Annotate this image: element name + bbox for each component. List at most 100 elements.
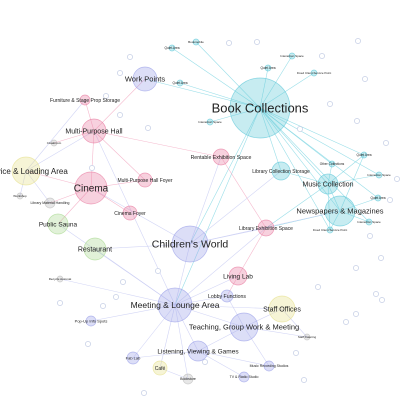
edge-mph-furniture	[84, 99, 95, 132]
node-restaurant[interactable]	[83, 237, 107, 261]
node-bookmob[interactable]	[192, 38, 200, 46]
node-label-children: Children's World	[152, 239, 229, 251]
node-news[interactable]	[324, 195, 356, 227]
node-children[interactable]	[171, 225, 209, 263]
node-fixed2[interactable]	[326, 226, 334, 234]
node-libmat[interactable]	[44, 197, 56, 209]
node-label-inter2: Interaction Space	[198, 120, 222, 124]
minor-node-dot	[117, 112, 123, 118]
minor-node-dot	[113, 294, 119, 300]
node-staff[interactable]	[268, 295, 296, 323]
node-bookstore[interactable]	[182, 373, 194, 385]
edge-meeting-staff	[174, 304, 283, 310]
edge-teaching-staff2	[243, 326, 308, 338]
edge-listening-musicrec	[197, 350, 270, 367]
node-cinema[interactable]	[74, 171, 108, 205]
node-fablab[interactable]	[126, 351, 140, 365]
node-inter2[interactable]	[206, 118, 214, 126]
node-recycle[interactable]	[56, 275, 64, 283]
minor-node-dot	[383, 140, 389, 146]
edge-mph-service	[25, 130, 95, 172]
node-inter1[interactable]	[288, 52, 296, 60]
minor-node-dot	[362, 76, 368, 82]
node-cafe[interactable]	[152, 360, 168, 376]
node-lobby[interactable]	[220, 289, 234, 303]
node-libstore[interactable]	[271, 161, 291, 181]
node-service[interactable]	[11, 156, 41, 186]
node-sauna[interactable]	[47, 213, 69, 235]
node-label-libmat: Library Material Handling	[31, 201, 70, 205]
node-label-bookmob: Bookmobile	[188, 40, 204, 44]
node-livinglab[interactable]	[228, 266, 248, 286]
node-fixed1[interactable]	[310, 69, 318, 77]
node-popup[interactable]	[85, 315, 97, 327]
node-quiet1[interactable]	[168, 44, 176, 52]
node-meeting[interactable]	[157, 287, 193, 323]
node-workpoints[interactable]	[132, 66, 158, 92]
node-musicrec[interactable]	[263, 360, 275, 372]
node-mph[interactable]	[81, 118, 107, 144]
node-inter4[interactable]	[365, 218, 373, 226]
minor-node-dot	[127, 54, 133, 60]
edge-staff-staff2	[281, 308, 308, 338]
node-label-libexh: Library Exhibition Space	[239, 226, 293, 232]
edge-book-children	[189, 107, 261, 245]
node-music[interactable]	[317, 173, 339, 195]
node-quiet3[interactable]	[176, 79, 184, 87]
edge-music-quiet4	[327, 154, 365, 185]
node-mphfoyer[interactable]	[137, 172, 153, 188]
edge-book-inter2	[209, 107, 261, 123]
node-inter3[interactable]	[375, 171, 383, 179]
node-label-workpoints: Work Points	[125, 75, 166, 84]
node-cinfoyer[interactable]	[122, 205, 138, 221]
node-listening[interactable]	[187, 340, 209, 362]
edge-meeting-lobby	[174, 295, 228, 306]
node-quiet2[interactable]	[264, 64, 272, 72]
edge-children-cinema	[90, 187, 191, 245]
minor-node-dot	[297, 126, 303, 132]
node-workshop[interactable]	[16, 192, 24, 200]
node-label-meeting: Meeting & Lounge Area	[131, 300, 220, 310]
edge-listening-fablab	[132, 350, 199, 359]
node-book[interactable]	[229, 77, 291, 139]
node-quiet4[interactable]	[360, 151, 368, 159]
node-label-inter4: Interaction Space	[357, 220, 381, 224]
edge-listening-tvradio	[197, 350, 245, 378]
node-label-furniture: Furniture & Stage Prop Storage	[50, 98, 120, 104]
edge-meeting-sauna	[57, 223, 176, 306]
node-label-fablab: Fab Lab	[126, 355, 141, 360]
node-rentable[interactable]	[212, 148, 230, 166]
edge-children-restaurant	[94, 243, 191, 250]
minor-node-dot	[319, 53, 325, 59]
node-label-lobby: Lobby Functions	[208, 294, 246, 300]
minor-node-dot	[145, 125, 151, 131]
minor-node-dot	[343, 319, 349, 325]
node-label-cinema: Cinema	[74, 184, 109, 195]
node-label-music: Music Collection	[303, 181, 354, 188]
edge-book-inter4	[259, 107, 370, 223]
minor-node-dot	[89, 165, 95, 171]
node-cloak[interactable]	[50, 139, 58, 147]
minor-node-dot	[379, 297, 385, 303]
node-furniture[interactable]	[79, 94, 91, 106]
node-staff2[interactable]	[303, 333, 311, 341]
node-label-inter3: Interaction Space	[367, 173, 391, 177]
node-label-livinglab: Living Lab	[223, 273, 253, 280]
edge-mph-rentable	[93, 130, 222, 158]
node-label-teaching: Teaching, Group Work & Meeting	[189, 323, 299, 332]
node-label-cinfoyer: Cinema Foyer	[114, 211, 146, 217]
node-libexh[interactable]	[257, 219, 275, 237]
edge-children-meeting	[174, 243, 191, 306]
minor-node-dot	[100, 303, 106, 309]
node-label-rentable: Rentable Exhibition Space	[191, 155, 252, 161]
node-quiet5[interactable]	[374, 194, 382, 202]
node-teaching[interactable]	[229, 312, 259, 342]
edge-book-quiet3	[179, 82, 261, 109]
minor-node-dot	[202, 359, 208, 365]
node-label-fixed2: Fixed Client Service Point	[313, 228, 348, 232]
node-tvradio[interactable]	[238, 371, 250, 383]
node-other[interactable]	[328, 160, 336, 168]
edge-news-quiet5	[339, 197, 379, 212]
minor-node-dot	[353, 265, 359, 271]
